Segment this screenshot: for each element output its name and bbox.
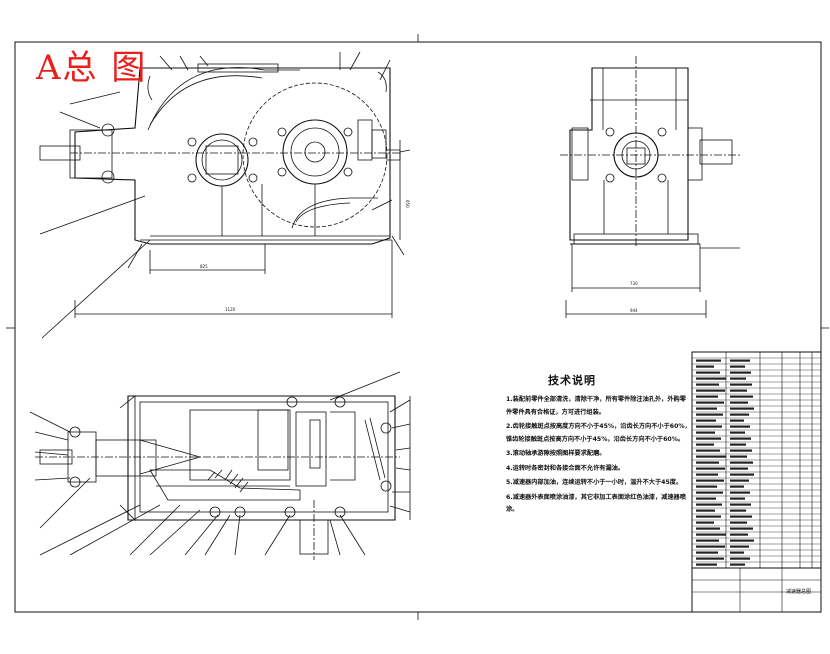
parts-list-entry	[696, 371, 720, 374]
side-view	[560, 56, 740, 318]
parts-list-entry	[696, 461, 719, 464]
plan-section-view	[29, 371, 411, 560]
parts-list-entry	[730, 497, 745, 500]
parts-list-entry	[730, 407, 754, 410]
technical-notes: 技术说明 1.装配前零件全部清洗，清除干净，所有零件除注油孔外，外购零件零件具有…	[506, 372, 692, 519]
parts-list-entry	[696, 509, 715, 512]
parts-list-entry	[730, 443, 746, 446]
parts-list-entry	[696, 527, 720, 530]
parts-list-entry	[730, 389, 747, 392]
parts-list-entry	[730, 419, 744, 422]
parts-list-entry	[696, 563, 717, 566]
parts-list-entry	[730, 539, 754, 542]
parts-list-entry	[730, 557, 750, 560]
parts-list-entry	[696, 437, 721, 440]
parts-list-entry	[696, 473, 718, 476]
parts-list-entry	[696, 533, 726, 536]
parts-list-entry	[730, 461, 753, 464]
parts-list-entry	[696, 479, 724, 482]
parts-list-entry	[696, 485, 717, 488]
parts-list-entry	[730, 365, 745, 368]
svg-text:730: 730	[630, 281, 638, 286]
parts-list-entry	[696, 551, 718, 554]
parts-list-entry	[696, 467, 725, 470]
parts-list-entry	[696, 413, 723, 416]
parts-list-entry	[730, 449, 752, 452]
parts-list-entry	[730, 383, 752, 386]
parts-list-entry	[730, 515, 752, 518]
parts-list-entry	[696, 491, 723, 494]
parts-list-entry	[696, 455, 726, 458]
parts-list-entry	[730, 437, 751, 440]
svg-text:825: 825	[200, 264, 208, 269]
parts-list-entry	[730, 509, 746, 512]
parts-list-entry	[730, 467, 748, 470]
parts-list-entry	[730, 491, 750, 494]
parts-list-entry	[696, 365, 714, 368]
parts-list-entry	[730, 479, 749, 482]
parts-list-entry	[696, 359, 721, 362]
parts-list-entry	[696, 521, 714, 524]
svg-text:650: 650	[405, 200, 410, 208]
parts-list-entry	[730, 371, 751, 374]
parts-list-entry	[696, 539, 719, 542]
parts-list-entry	[730, 377, 746, 380]
parts-list-entry	[696, 449, 720, 452]
note-item: 2.齿轮接触斑点按高度方向不小于45%，沿齿长方向不小于60%，锥齿轮接触斑点按…	[506, 423, 691, 443]
parts-list-entry	[696, 425, 722, 428]
parts-list-entry	[696, 383, 719, 386]
parts-list-entry	[696, 503, 722, 506]
sheet-stamp: A总 图	[36, 48, 148, 88]
parts-list-entry	[696, 389, 725, 392]
parts-list-entry	[696, 401, 724, 404]
parts-list-entry	[696, 419, 716, 422]
parts-list-entry	[696, 515, 721, 518]
notes-title: 技术说明	[548, 374, 596, 387]
note-item: 6.减速器外表面喷涂油漆，其它非加工表面涂红色油漆，减速器喷涂。	[506, 493, 686, 514]
parts-list-entry	[696, 431, 715, 434]
parts-list-entry	[696, 407, 717, 410]
note-item: 4.运转时各密封和各接合面不允许有漏油。	[506, 464, 625, 472]
parts-list-entry	[730, 521, 747, 524]
front-view	[39, 51, 411, 339]
parts-list-entry	[730, 473, 754, 476]
parts-list-entry	[730, 359, 750, 362]
parts-list-entry	[696, 545, 725, 548]
parts-list-entry	[730, 413, 749, 416]
parts-list-entry	[730, 431, 745, 434]
parts-list-entry	[730, 455, 747, 458]
parts-list-entry	[730, 503, 751, 506]
parts-list-entry	[730, 395, 753, 398]
sheet-border	[14, 41, 822, 613]
note-item: 5.减速器内部加油，连续运转不小于一小时，温升不大于45度。	[506, 479, 683, 486]
title-block-label: 减速器总图	[786, 589, 812, 595]
parts-list-entry	[696, 377, 726, 380]
parts-list-entry	[730, 527, 753, 530]
parts-list-entry	[696, 557, 724, 560]
parts-list-entry	[696, 395, 718, 398]
parts-list-entry	[730, 551, 744, 554]
parts-list-entry	[730, 425, 750, 428]
parts-list-rows	[692, 357, 821, 566]
parts-list-entry	[730, 401, 748, 404]
parts-list-entry	[696, 497, 716, 500]
note-item: 1.装配前零件全部清洗，清除干净，所有零件除注油孔外，外购零件零件具有合格证，方…	[506, 396, 686, 416]
svg-text:1120: 1120	[225, 307, 236, 312]
parts-list-entry	[730, 545, 749, 548]
parts-list-entry	[730, 485, 744, 488]
note-item: 3.滚动轴承游隙按照图样要求配磨。	[506, 450, 606, 457]
parts-list-entry	[696, 443, 714, 446]
svg-text:944: 944	[630, 308, 638, 313]
parts-list-entry	[730, 533, 748, 536]
parts-list-entry	[730, 563, 745, 566]
